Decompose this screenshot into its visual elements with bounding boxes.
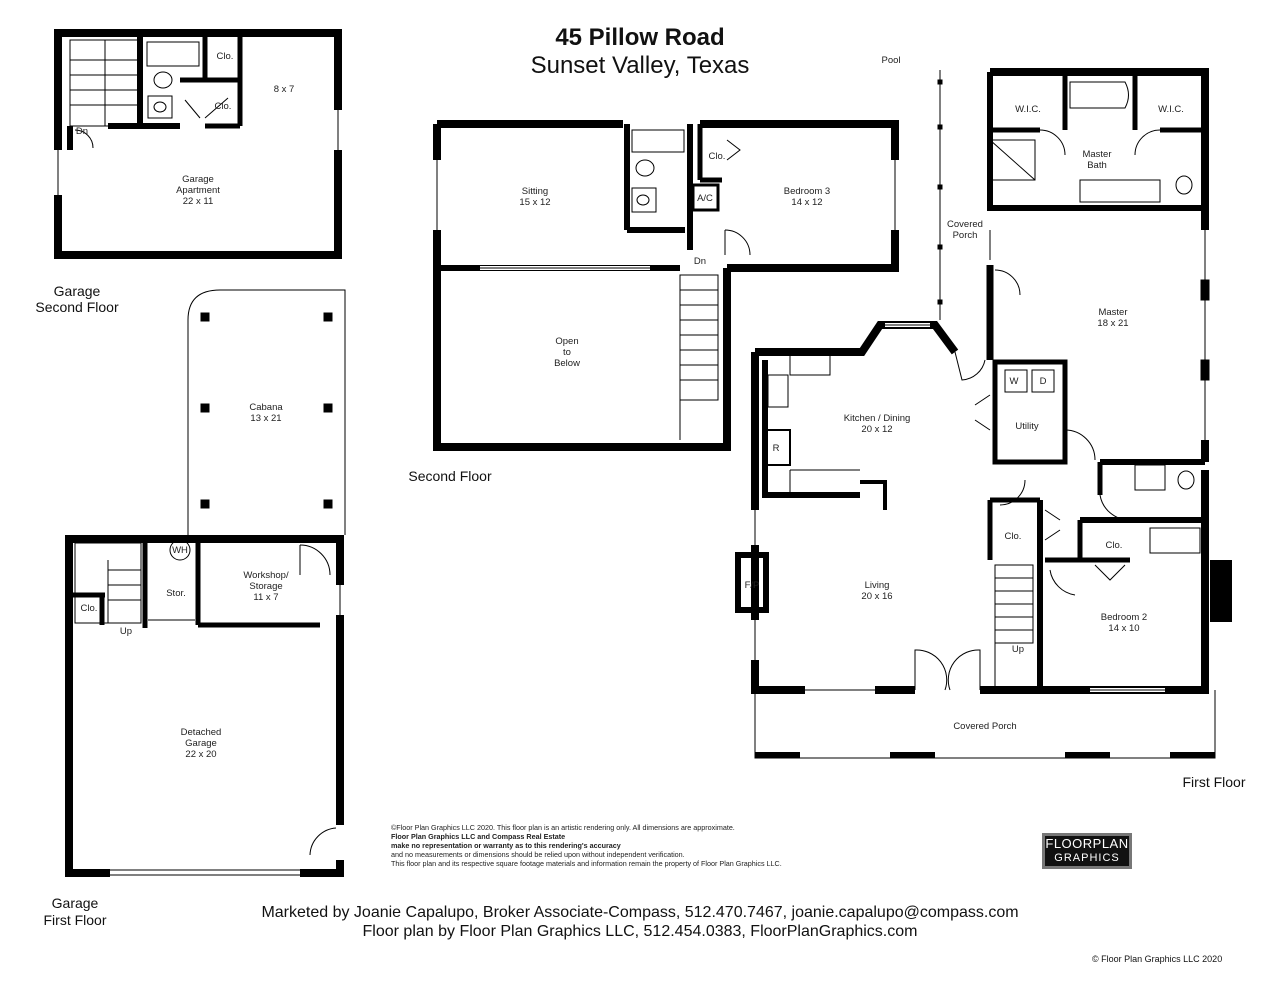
master-bath-label-2: Bath: [1087, 160, 1107, 171]
workshop-size: 11 x 7: [253, 592, 278, 603]
master-label: Master: [1098, 307, 1127, 318]
garage-first-floor-label-2: First Floor: [44, 912, 107, 928]
cabana-plan: [187, 289, 346, 535]
apt-closet-2-label: Clo.: [215, 101, 232, 112]
disclaimer-line-4: and no measurements or dimensions should…: [391, 850, 685, 859]
disclaimer-line-3: make no representation or warranty as to…: [391, 841, 621, 850]
master-bath-label: Master: [1082, 149, 1111, 160]
water-heater-label: WH: [172, 545, 188, 556]
copyright-notice: © Floor Plan Graphics LLC 2020: [1092, 954, 1223, 964]
disclaimer-line-5: This floor plan and its respective squar…: [391, 859, 782, 868]
open-to-below-label-2: to: [563, 347, 571, 358]
open-to-below-label: Open: [555, 336, 578, 347]
storage-label: Stor.: [166, 588, 186, 599]
hall-closet-label: Clo.: [1005, 531, 1022, 542]
living-label: Living: [865, 580, 890, 591]
garage-up-label: Up: [120, 626, 132, 637]
covered-porch-side-label-2: Porch: [953, 230, 978, 241]
address-title: 45 Pillow Road: [555, 24, 725, 51]
covered-porch-side-label: Covered: [947, 219, 983, 230]
kitchen-dining-label: Kitchen / Dining: [844, 413, 911, 424]
ac-label: A/C: [697, 193, 713, 204]
cabana-label: Cabana: [249, 402, 283, 413]
garage-apartment-label: Garage: [182, 174, 214, 185]
bedroom3-label: Bedroom 3: [784, 186, 830, 197]
workshop-label-2: Storage: [249, 581, 282, 592]
washer-label: W: [1010, 376, 1019, 387]
garage-second-floor-label: Garage: [54, 283, 101, 299]
garage-first-floor-label: Garage: [52, 895, 99, 911]
pool-label: Pool: [881, 55, 900, 66]
bed3-closet-label: Clo.: [709, 151, 726, 162]
sitting-label: Sitting: [522, 186, 548, 197]
bed2-closet-label: Clo.: [1106, 540, 1123, 551]
first-floor-plan: [735, 68, 1232, 759]
second-floor-label: Second Floor: [408, 468, 492, 484]
bedroom2-size: 14 x 10: [1108, 623, 1139, 634]
master-size: 18 x 21: [1097, 318, 1128, 329]
detached-garage-label-2: Garage: [185, 738, 217, 749]
detached-garage-size: 22 x 20: [185, 749, 216, 760]
living-size: 20 x 16: [861, 591, 892, 602]
floorplan-graphics-logo: FLOORPLAN GRAPHICS: [1042, 833, 1132, 869]
apt-closet-1-label: Clo.: [217, 51, 234, 62]
wic-left-label: W.I.C.: [1015, 104, 1041, 115]
bedroom3-size: 14 x 12: [791, 197, 822, 208]
covered-porch-front-label: Covered Porch: [953, 721, 1016, 732]
refrigerator-label: R: [773, 443, 780, 454]
garage-first-floor-plan: [65, 535, 345, 878]
city-subtitle: Sunset Valley, Texas: [530, 52, 750, 79]
floor-plan-by-line: Floor plan by Floor Plan Graphics LLC, 5…: [362, 923, 918, 940]
second-down-label: Dn: [694, 256, 706, 267]
wic-right-label: W.I.C.: [1158, 104, 1184, 115]
kitchen-dining-size: 20 x 12: [861, 424, 892, 435]
logo-line-2: GRAPHICS: [1054, 852, 1120, 864]
garage-apartment-size: 22 x 11: [183, 196, 213, 207]
marketed-by-line: Marketed by Joanie Capalupo, Broker Asso…: [261, 904, 1019, 921]
disclaimer: ©Floor Plan Graphics LLC 2020. This floo…: [391, 823, 782, 868]
first-up-label: Up: [1012, 644, 1024, 655]
second-floor-plan: [432, 120, 900, 451]
cabana-size: 13 x 21: [250, 413, 281, 424]
dryer-label: D: [1040, 376, 1047, 387]
garage-apartment-label-2: Apartment: [176, 185, 220, 196]
disclaimer-line-2: Floor Plan Graphics LLC and Compass Real…: [391, 832, 566, 841]
workshop-label: Workshop/: [243, 570, 289, 581]
garage-second-floor-plan: [53, 29, 343, 259]
garage-closet-label: Clo.: [81, 603, 98, 614]
bedroom2-label: Bedroom 2: [1101, 612, 1147, 623]
logo-line-1: FLOORPLAN: [1045, 836, 1129, 851]
apt-8x7-label: 8 x 7: [274, 84, 295, 95]
sitting-size: 15 x 12: [519, 197, 550, 208]
fireplace-label: F/P: [745, 580, 760, 591]
garage-second-floor-label-2: Second Floor: [35, 299, 119, 315]
detached-garage-label: Detached: [181, 727, 222, 738]
disclaimer-line-1: ©Floor Plan Graphics LLC 2020. This floo…: [391, 823, 735, 832]
open-to-below-label-3: Below: [554, 358, 580, 369]
first-floor-label: First Floor: [1183, 774, 1246, 790]
utility-label: Utility: [1015, 421, 1038, 432]
apt-down-label: Dn: [76, 126, 88, 137]
